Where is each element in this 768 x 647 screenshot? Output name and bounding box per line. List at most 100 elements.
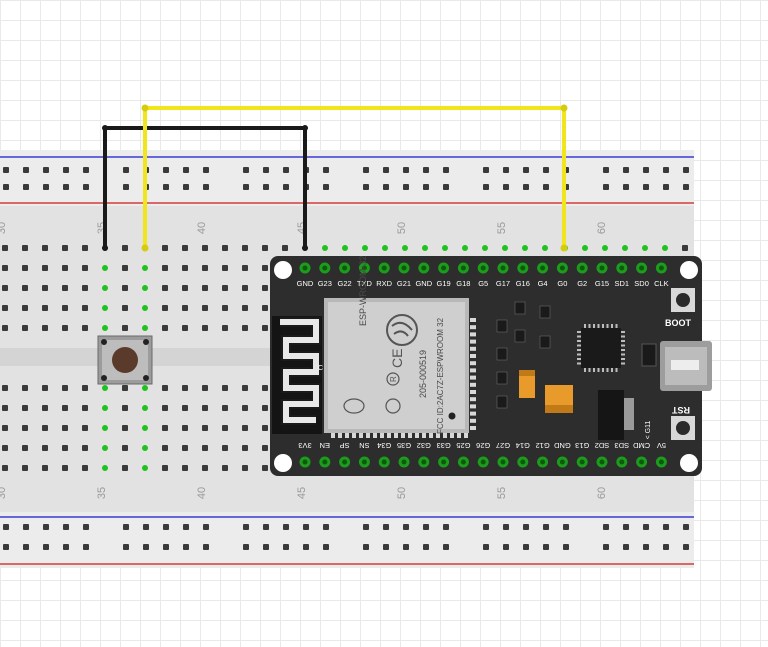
breadboard-hole (2, 385, 8, 391)
rail-hole (83, 524, 89, 530)
boot-label: BOOT (665, 318, 692, 328)
module-pad (352, 432, 356, 438)
chip-lead (621, 331, 625, 333)
highlighted-hole (102, 425, 108, 431)
pin-hole (619, 459, 625, 465)
smd-component (496, 395, 508, 409)
chip-lead (593, 368, 595, 372)
breadboard-hole (122, 325, 128, 331)
highlighted-hole (102, 465, 108, 471)
breadboard-hole (42, 465, 48, 471)
rail-hole (523, 167, 529, 173)
rail-hole (323, 544, 329, 550)
breadboard-hole (122, 405, 128, 411)
breadboard-hole (182, 245, 188, 251)
highlighted-hole (662, 245, 668, 251)
rail-hole (523, 544, 529, 550)
breadboard-hole (82, 385, 88, 391)
module-pad (470, 325, 476, 330)
rail-hole (183, 524, 189, 530)
rail-hole (163, 167, 169, 173)
rail-hole (543, 544, 549, 550)
breadboard-hole (2, 465, 8, 471)
highlighted-hole (102, 405, 108, 411)
breadboard-hole (262, 445, 268, 451)
highlighted-hole (362, 245, 368, 251)
smd-component (496, 347, 508, 361)
capacitor-band (519, 370, 535, 376)
rail-hole (203, 524, 209, 530)
rail-hole (483, 184, 489, 190)
top-pin-label: SD1 (615, 279, 630, 288)
mounting-hole (680, 261, 698, 279)
rail-hole (203, 167, 209, 173)
rail-hole (43, 184, 49, 190)
rail-hole (423, 184, 429, 190)
pin-hole (579, 459, 585, 465)
rail-hole (383, 544, 389, 550)
breadboard-hole (262, 305, 268, 311)
breadboard-hole (62, 465, 68, 471)
breadboard-hole (222, 285, 228, 291)
pin-hole (619, 265, 625, 271)
chip-lead (621, 358, 625, 360)
rail-hole (623, 167, 629, 173)
breadboard-hole (222, 425, 228, 431)
breadboard-hole (62, 445, 68, 451)
breadboard-hole (262, 265, 268, 271)
rail-hole (423, 524, 429, 530)
pin-hole (639, 265, 645, 271)
chip-lead (615, 324, 618, 328)
top-pin-label: G0 (557, 279, 567, 288)
breadboard-hole (22, 245, 28, 251)
module-pad (470, 361, 476, 366)
breadboard-hole (122, 265, 128, 271)
button-cap[interactable] (676, 293, 690, 307)
module-pad (380, 432, 384, 438)
pin-hole (658, 265, 664, 271)
highlighted-hole (102, 265, 108, 271)
breadboard-hole (62, 425, 68, 431)
tactile-push-button[interactable] (97, 335, 153, 385)
breadboard-hole (162, 245, 168, 251)
rail-hole (63, 544, 69, 550)
top-pin-label: GND (415, 279, 432, 288)
pin-hole (302, 459, 308, 465)
highlighted-hole (522, 245, 528, 251)
module-pad (345, 432, 349, 438)
pin-hole (500, 459, 506, 465)
tantalum-capacitor (519, 370, 535, 398)
chip-lead (597, 324, 600, 328)
breadboard-hole (182, 265, 188, 271)
breadboard-hole (22, 405, 28, 411)
highlighted-hole (142, 325, 148, 331)
column-number: 40 (196, 222, 208, 234)
smd-component (539, 305, 551, 319)
breadboard-hole (242, 325, 248, 331)
rail-hole (283, 184, 289, 190)
rail-hole (303, 524, 309, 530)
bottom-pin-label: SN (359, 441, 369, 450)
rail-hole (483, 524, 489, 530)
highlighted-hole (542, 245, 548, 251)
breadboard-hole (122, 305, 128, 311)
breadboard-hole (22, 325, 28, 331)
top-pin-label: G5 (478, 279, 488, 288)
rail-hole (683, 167, 689, 173)
highlighted-hole (102, 325, 108, 331)
pin-hole (381, 459, 387, 465)
module-pad (470, 411, 476, 416)
button-cap[interactable] (112, 347, 138, 373)
rail-hole (543, 167, 549, 173)
regulator-tab (624, 398, 634, 430)
pin-hole (302, 265, 308, 271)
rail-hole (83, 184, 89, 190)
breadboard-hole (62, 305, 68, 311)
button-cap[interactable] (676, 421, 690, 435)
column-number: 35 (96, 487, 108, 499)
rail-hole (683, 544, 689, 550)
breadboard-hole (122, 465, 128, 471)
bottom-pin-label: G33 (437, 441, 451, 450)
rail-hole (443, 544, 449, 550)
